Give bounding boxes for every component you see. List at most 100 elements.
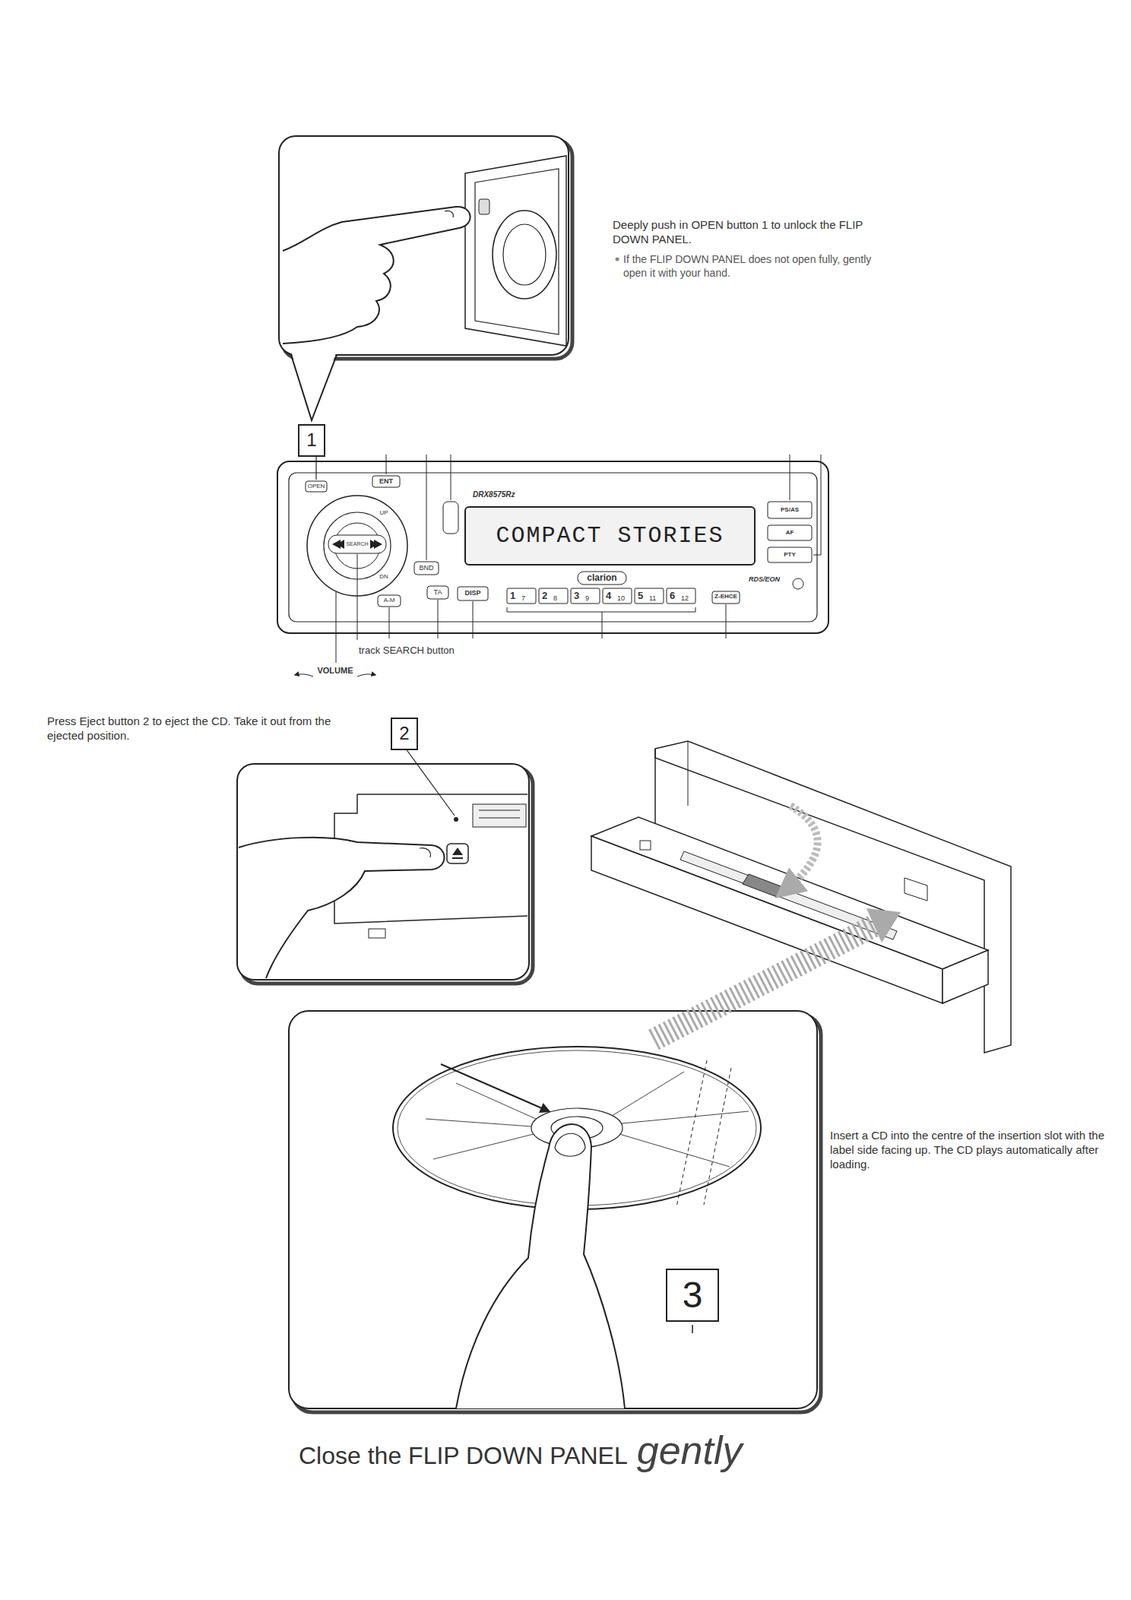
preset-number: 9 bbox=[585, 595, 590, 602]
insert-cd-illustration-panel bbox=[866, 908, 901, 943]
eject-illustration-panel bbox=[419, 848, 431, 858]
callout-number: 1 bbox=[297, 424, 326, 457]
open-illustration-panel bbox=[291, 354, 337, 421]
open-illustration-panel bbox=[475, 168, 559, 335]
insert-cd-illustration-panel bbox=[611, 1071, 685, 1116]
leader-line bbox=[615, 257, 620, 262]
flip-down-panel-drawing bbox=[591, 741, 1011, 1053]
preset-number: 3 bbox=[573, 590, 580, 601]
insert-cd-illustration-panel bbox=[554, 1133, 586, 1157]
open-illustration-panel bbox=[278, 136, 573, 421]
leader-line bbox=[315, 453, 317, 480]
preset-number: 6 bbox=[669, 590, 675, 601]
radio-faceplate bbox=[370, 539, 383, 549]
leader-line bbox=[601, 611, 603, 639]
leader-line bbox=[437, 599, 439, 639]
radio-faceplate bbox=[288, 472, 818, 622]
radio-faceplate bbox=[767, 501, 812, 519]
preset-number: 8 bbox=[553, 595, 558, 602]
leader-line bbox=[294, 674, 314, 677]
closing-instruction: Close the FLIP DOWN PANEL bbox=[298, 1442, 628, 1470]
button-label: AF bbox=[785, 529, 795, 536]
part-name: track SEARCH button bbox=[358, 644, 455, 657]
insert-cd-illustration-panel bbox=[440, 1064, 549, 1112]
radio-faceplate bbox=[634, 588, 664, 604]
radio-faceplate bbox=[377, 595, 401, 607]
preset-number: 10 bbox=[617, 595, 625, 602]
leader-line bbox=[335, 592, 337, 663]
leader-line bbox=[472, 601, 474, 639]
eject-illustration-panel bbox=[403, 745, 455, 816]
logo-text: RDS/EON bbox=[748, 576, 780, 583]
leader-line bbox=[813, 454, 821, 555]
leader-line bbox=[426, 454, 428, 561]
eject-illustration-panel bbox=[472, 804, 526, 827]
button-label: A-M bbox=[383, 597, 396, 604]
button-label: DISP bbox=[464, 589, 481, 597]
button-label: BND bbox=[418, 564, 434, 572]
leader-line bbox=[725, 604, 727, 639]
radio-faceplate bbox=[792, 578, 804, 590]
leader-line bbox=[357, 674, 376, 677]
insert-cd-illustration-panel bbox=[676, 1060, 707, 1208]
radio-faceplate bbox=[277, 461, 829, 634]
button-label: Z-EHCE bbox=[714, 593, 738, 600]
lcd-display: COMPACT STORIES bbox=[464, 506, 756, 566]
radio-faceplate bbox=[305, 481, 327, 492]
insert-cd-illustration-panel bbox=[621, 1111, 749, 1124]
flip-down-panel-drawing bbox=[784, 805, 818, 891]
leader-line bbox=[294, 257, 821, 678]
eject-illustration-panel bbox=[452, 847, 463, 856]
radio-faceplate bbox=[767, 547, 812, 563]
leader-line bbox=[386, 454, 387, 475]
instruction-text: Insert a CD into the centre of the inser… bbox=[830, 1128, 1112, 1172]
radio-faceplate bbox=[443, 501, 459, 534]
preset-number: 12 bbox=[681, 595, 689, 602]
open-illustration-panel bbox=[278, 136, 569, 355]
flip-down-panel-drawing bbox=[639, 840, 651, 850]
radio-faceplate bbox=[332, 539, 345, 549]
instruction-text: Press Eject button 2 to eject the CD. Ta… bbox=[47, 714, 340, 744]
open-illustration-panel bbox=[282, 206, 471, 344]
eject-illustration-panel bbox=[452, 857, 463, 859]
eject-illustration-panel bbox=[446, 843, 469, 864]
radio-faceplate bbox=[712, 591, 740, 604]
flip-down-panel-drawing bbox=[904, 877, 928, 901]
button-label: DN bbox=[379, 573, 389, 580]
button-label: PS/AS bbox=[780, 506, 799, 514]
open-illustration-panel bbox=[444, 210, 454, 218]
button-label: OPEN bbox=[307, 483, 326, 490]
preset-number: 7 bbox=[521, 595, 526, 602]
emphasis-word: gently bbox=[636, 1428, 743, 1473]
callout-text: 3 bbox=[682, 1275, 704, 1316]
insert-cd-illustration-panel bbox=[691, 1324, 694, 1334]
leader-line bbox=[789, 454, 791, 501]
preset-number: 2 bbox=[541, 590, 548, 601]
insert-cd-illustration-panel bbox=[288, 908, 901, 1413]
button-label: PTY bbox=[783, 551, 796, 558]
insert-cd-illustration-panel bbox=[425, 1118, 533, 1127]
radio-faceplate bbox=[414, 561, 439, 575]
instruction-text: Deeply push in OPEN button 1 to unlock t… bbox=[612, 218, 887, 248]
eject-illustration-panel bbox=[237, 763, 530, 980]
insert-cd-illustration-panel bbox=[456, 1124, 625, 1409]
leader-line bbox=[389, 607, 390, 639]
radio-faceplate bbox=[457, 586, 488, 601]
preset-number: 11 bbox=[649, 595, 656, 602]
radio-faceplate bbox=[767, 525, 812, 541]
button-label: UP bbox=[379, 510, 388, 517]
insert-cd-illustration-panel bbox=[619, 1134, 730, 1167]
radio-faceplate bbox=[577, 571, 627, 585]
leader-line bbox=[506, 607, 696, 612]
button-label: ENT bbox=[379, 478, 393, 485]
callout-text: 2 bbox=[399, 723, 409, 744]
radio-faceplate bbox=[277, 461, 829, 634]
button-label: TA bbox=[434, 589, 443, 596]
insert-cd-illustration-panel bbox=[288, 1010, 818, 1409]
radio-faceplate bbox=[328, 535, 387, 554]
callout-number: 2 bbox=[390, 717, 419, 751]
open-illustration-panel bbox=[465, 155, 567, 346]
preset-number: 5 bbox=[637, 590, 644, 601]
